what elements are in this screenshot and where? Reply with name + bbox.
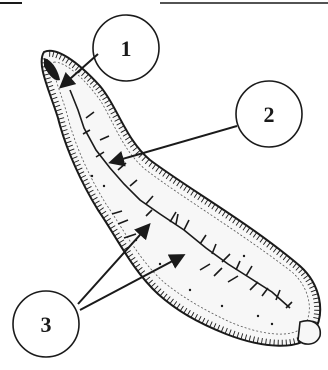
callout-2-label: 2 (264, 102, 275, 127)
callout-1-label: 1 (121, 36, 132, 61)
posterior-sucker (298, 321, 320, 344)
callout-3-label: 3 (41, 312, 52, 337)
